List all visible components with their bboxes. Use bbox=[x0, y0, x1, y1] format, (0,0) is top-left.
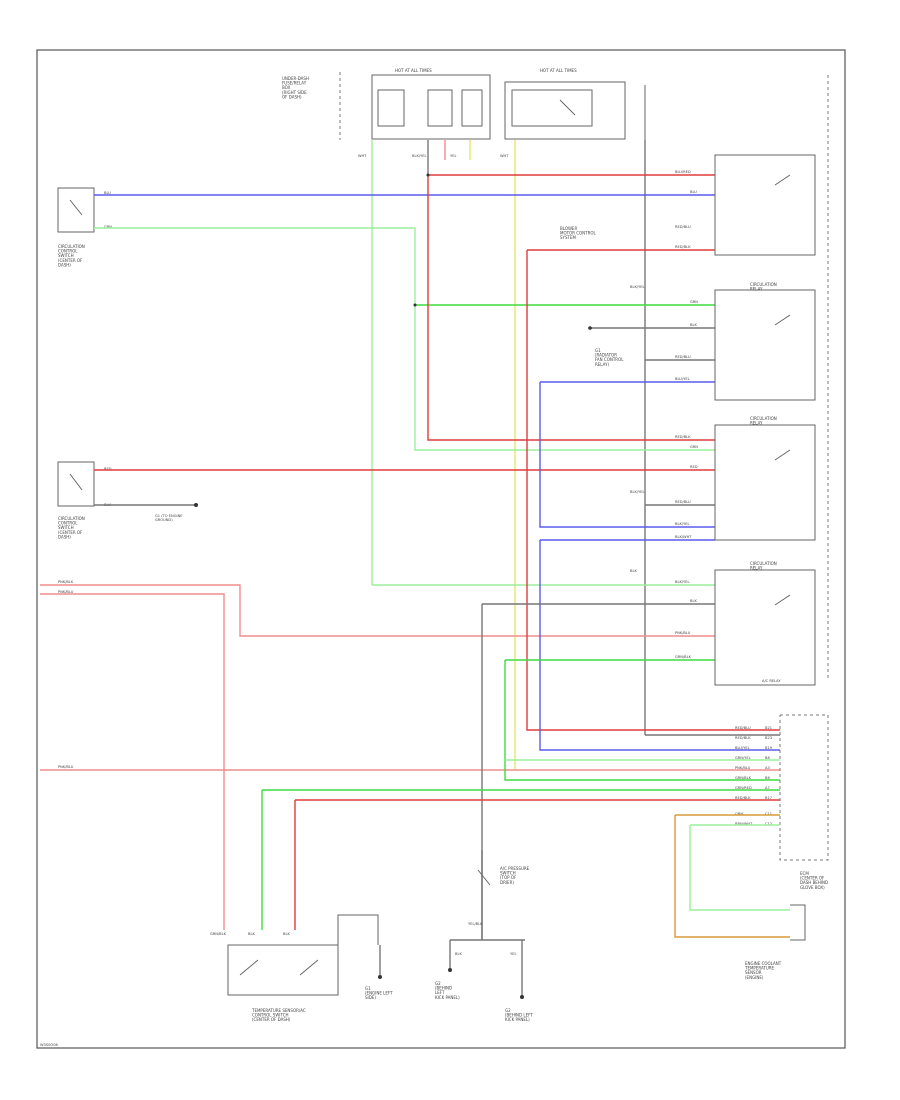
svg-text:BLU/YEL: BLU/YEL bbox=[735, 746, 750, 750]
svg-text:BLK/YEL: BLK/YEL bbox=[675, 580, 690, 584]
svg-text:PNK/BLU: PNK/BLU bbox=[675, 631, 691, 635]
svg-text:B6: B6 bbox=[765, 776, 770, 780]
svg-text:GRN/BLK: GRN/BLK bbox=[675, 655, 692, 659]
left-wires: PNK/BLK PNK/BLU PNK/BLU bbox=[40, 174, 780, 930]
svg-text:GRN: GRN bbox=[690, 445, 698, 449]
svg-text:RED/BLK: RED/BLK bbox=[675, 435, 691, 439]
footer-code: W3S0O06 bbox=[40, 1043, 59, 1047]
svg-text:GRN/BLK: GRN/BLK bbox=[210, 932, 227, 936]
svg-text:BLU: BLU bbox=[690, 190, 697, 194]
svg-text:BLK: BLK bbox=[455, 952, 462, 956]
svg-text:GRN/BLK: GRN/BLK bbox=[735, 776, 752, 780]
diagram-frame bbox=[36, 49, 846, 1049]
svg-text:B21: B21 bbox=[765, 726, 772, 730]
svg-text:BLU: BLU bbox=[104, 191, 111, 195]
svg-text:BLK/WHT: BLK/WHT bbox=[675, 535, 692, 539]
svg-text:BLK/YEL: BLK/YEL bbox=[630, 490, 645, 494]
svg-text:GRN: GRN bbox=[690, 300, 698, 304]
svg-text:A3: A3 bbox=[765, 766, 770, 770]
svg-text:YEL: YEL bbox=[510, 952, 516, 956]
relay-wires bbox=[413, 173, 780, 940]
svg-text:RED/BLU: RED/BLU bbox=[675, 355, 691, 359]
relay-box-note: A/C RELAY bbox=[762, 679, 781, 683]
svg-text:B8: B8 bbox=[765, 756, 770, 760]
hot-label-1: HOT AT ALL TIMES bbox=[395, 68, 432, 73]
svg-text:B23: B23 bbox=[765, 736, 772, 740]
svg-text:PNK/BLK: PNK/BLK bbox=[58, 580, 74, 584]
svg-text:ORN: ORN bbox=[735, 812, 743, 816]
svg-text:RED/BLK: RED/BLK bbox=[735, 736, 751, 740]
svg-text:PNK/BLU: PNK/BLU bbox=[735, 766, 751, 770]
svg-text:BLU/YEL: BLU/YEL bbox=[675, 377, 690, 381]
svg-text:BLK: BLK bbox=[690, 323, 697, 327]
svg-text:BLK: BLK bbox=[283, 932, 290, 936]
svg-text:BLK/YEL: BLK/YEL bbox=[630, 285, 645, 289]
svg-text:WHT: WHT bbox=[500, 154, 509, 158]
svg-text:BLK: BLK bbox=[630, 569, 637, 573]
svg-text:RED/BLU: RED/BLU bbox=[735, 726, 751, 730]
hot-label-2: HOT AT ALL TIMES bbox=[540, 68, 577, 73]
svg-text:RED/BLK: RED/BLK bbox=[675, 245, 691, 249]
svg-text:GRN: GRN bbox=[104, 225, 112, 229]
svg-text:PNK/BLU: PNK/BLU bbox=[58, 590, 74, 594]
svg-text:PNK/BLU: PNK/BLU bbox=[58, 765, 74, 769]
svg-text:RED/BLK: RED/BLK bbox=[735, 796, 751, 800]
svg-text:BLK/YEL: BLK/YEL bbox=[412, 154, 427, 158]
svg-text:A7: A7 bbox=[765, 786, 770, 790]
svg-text:BLK: BLK bbox=[690, 599, 697, 603]
svg-text:C12: C12 bbox=[765, 822, 772, 826]
svg-text:WHT: WHT bbox=[358, 154, 367, 158]
svg-text:YEL/BLK: YEL/BLK bbox=[468, 922, 483, 926]
svg-text:RED/BLU: RED/BLU bbox=[675, 225, 691, 229]
top-wires: WHT BLK/YEL YEL WHT bbox=[358, 140, 646, 770]
svg-text:RED/BLU: RED/BLU bbox=[675, 500, 691, 504]
svg-text:C11: C11 bbox=[765, 812, 772, 816]
svg-text:BLK/YEL: BLK/YEL bbox=[675, 522, 690, 526]
ground-symbol bbox=[194, 503, 198, 507]
svg-text:RED: RED bbox=[690, 465, 698, 469]
svg-text:RED: RED bbox=[104, 467, 112, 471]
svg-text:BLK: BLK bbox=[248, 932, 255, 936]
svg-text:GRN/YEL: GRN/YEL bbox=[735, 756, 751, 760]
svg-text:GRN/RED: GRN/RED bbox=[735, 786, 752, 790]
svg-text:BRN/WHT: BRN/WHT bbox=[735, 822, 753, 826]
svg-text:B17: B17 bbox=[765, 796, 772, 800]
svg-text:B19: B19 bbox=[765, 746, 773, 750]
svg-text:YEL: YEL bbox=[450, 154, 456, 158]
svg-text:BLU/RED: BLU/RED bbox=[675, 170, 691, 174]
